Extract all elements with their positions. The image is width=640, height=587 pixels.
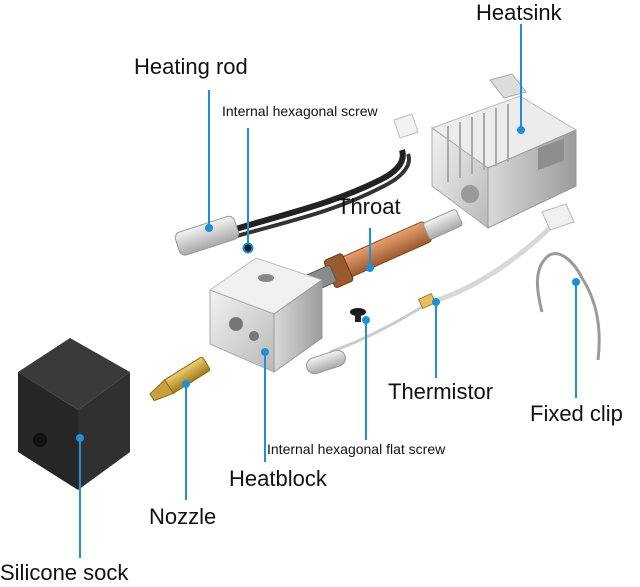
- throat-leader-dot: [366, 264, 374, 272]
- flat-screw-leader-dot: [362, 316, 370, 324]
- fixed-clip-leader-dot: [572, 278, 580, 286]
- label-heatsink: Heatsink: [476, 0, 562, 25]
- label-nozzle: Nozzle: [149, 504, 217, 529]
- internal-hex-screw-leader-dot: [242, 242, 254, 254]
- thermistor-leader-dot: [432, 298, 440, 306]
- silicone-sock-part: [18, 338, 130, 490]
- leader-lines: [76, 24, 580, 558]
- label-internal-hex-flat-screw: Internal hexagonal flat screw: [267, 441, 446, 457]
- heating-rod-leader-dot: [205, 224, 213, 232]
- heating-rod-part: [174, 113, 419, 256]
- label-internal-hex-screw: Internal hexagonal screw: [222, 103, 378, 119]
- label-fixed-clip: Fixed clip: [530, 401, 623, 426]
- heatsink-leader-dot: [517, 126, 525, 134]
- heatblock-leader-dot: [261, 348, 269, 356]
- nozzle-leader-dot: [182, 380, 190, 388]
- label-thermistor: Thermistor: [388, 379, 494, 404]
- flat-screw-part: [350, 308, 366, 322]
- silicone-sock-leader-dot: [76, 434, 84, 442]
- label-silicone-sock: Silicone sock: [0, 560, 129, 585]
- heatblock-part: [208, 257, 324, 373]
- label-heating-rod: Heating rod: [134, 54, 248, 79]
- fixed-clip-part: [536, 252, 601, 361]
- thermistor-part: [306, 203, 575, 375]
- label-heatblock: Heatblock: [229, 466, 327, 491]
- label-throat: Throat: [337, 194, 401, 219]
- nozzle-part: [149, 356, 211, 402]
- heatsink-part: [430, 73, 578, 229]
